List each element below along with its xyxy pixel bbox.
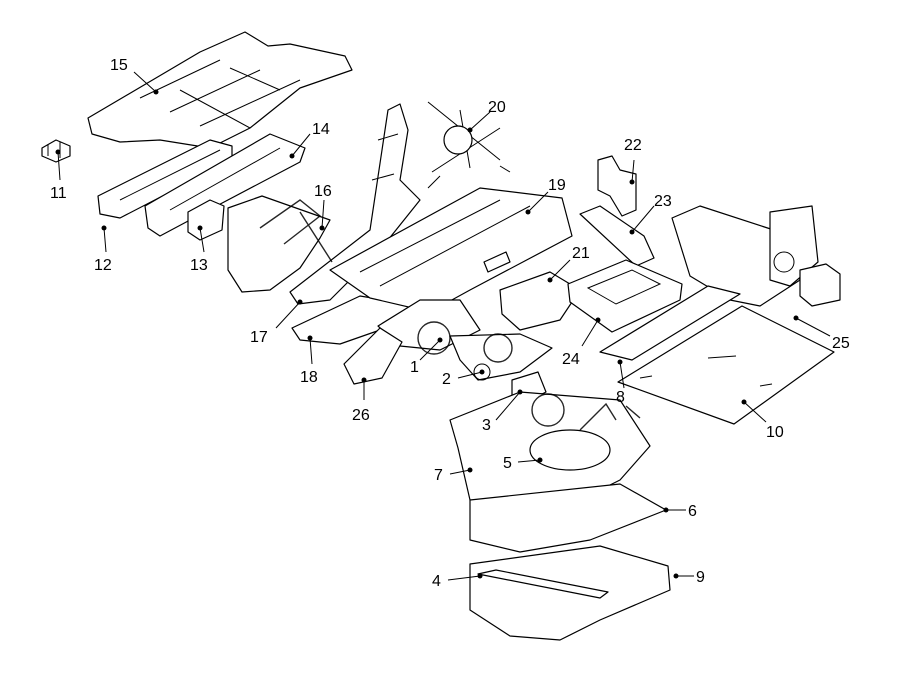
part-21-side-panel [499,271,581,331]
part-24-storage-box [567,259,683,333]
callout-18: 18 [300,369,318,386]
callout-19: 19 [548,177,566,194]
callout-14: 14 [312,121,330,138]
part-20-wheel-carrier [427,101,511,189]
part-25-battery-tray [671,205,841,307]
callout-4: 4 [432,573,441,590]
part-13-bracket [187,199,225,241]
callout-1: 1 [410,359,419,376]
callout-dots [55,89,799,579]
part-15-floor-panel [87,31,353,149]
callout-23: 23 [654,193,672,210]
watermark-logo [259,199,641,431]
part-14-cross-member [144,133,306,237]
part-17-side-rail [289,103,421,305]
callout-9: 9 [696,569,705,586]
callout-8: 8 [616,389,625,406]
callout-3: 3 [482,417,491,434]
callout-leaders [57,71,831,581]
callout-labels: 1 2 3 4 5 6 7 8 9 10 11 12 13 14 15 16 1… [50,57,850,590]
callout-26: 26 [352,407,370,424]
callout-21: 21 [572,245,590,262]
part-2-hose-assembly [449,333,553,381]
part-9-rear-floor-pan [469,545,671,641]
callout-13: 13 [190,257,208,274]
callout-25: 25 [832,335,850,352]
part-19-tray-cover [329,187,573,313]
callout-2: 2 [442,371,451,388]
callout-7: 7 [434,467,443,484]
part-4-strip [477,569,609,599]
part-22-bracket [597,155,637,217]
callout-10: 10 [766,424,784,441]
part-8-floor-board [599,285,741,361]
callout-15: 15 [110,57,128,74]
part-10-floor-cover [617,305,835,425]
callout-5: 5 [503,455,512,472]
callout-11: 11 [50,185,67,202]
callout-24: 24 [562,351,580,368]
callout-22: 22 [624,137,642,154]
callout-20: 20 [488,99,506,116]
callout-17: 17 [250,329,268,346]
part-23-lid [579,205,655,267]
part-6-rear-floor [469,483,667,553]
callout-12: 12 [94,257,112,274]
part-26-mount [343,327,403,385]
callout-6: 6 [688,503,697,520]
part-5-wheel-well-tub [529,429,611,471]
callout-16: 16 [314,183,332,200]
